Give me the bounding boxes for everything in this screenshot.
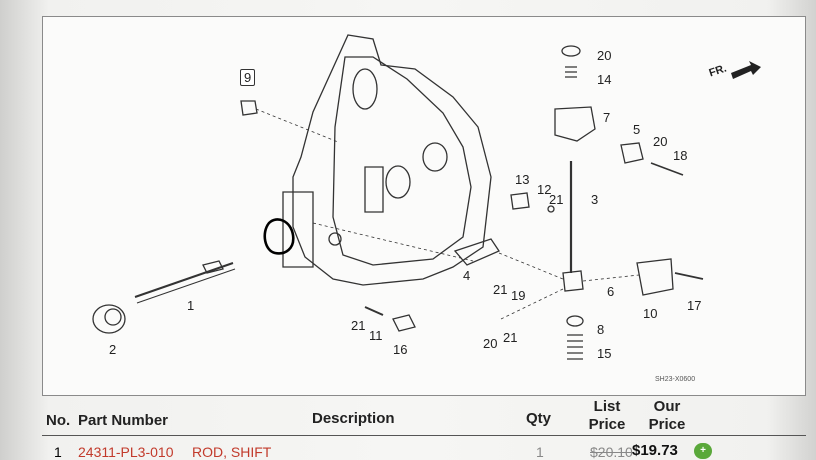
header-description: Description xyxy=(312,410,395,427)
diagram-drawing xyxy=(92,34,761,360)
callout-11: 11 xyxy=(369,328,383,343)
description-link[interactable]: ROD, SHIFT xyxy=(192,444,272,460)
callout-2: 2 xyxy=(109,342,117,357)
callout-21-left: 21 xyxy=(351,318,366,333)
add-to-cart-icon[interactable]: + xyxy=(694,443,712,459)
header-part-number: Part Number xyxy=(78,412,169,429)
housing-outline xyxy=(292,34,492,286)
callout-15: 15 xyxy=(597,346,612,361)
callout-12: 12 xyxy=(537,182,552,197)
header-our-price-line1: Our xyxy=(653,398,681,415)
header-list-price: List Price xyxy=(582,398,632,434)
table-row[interactable]: 1 24311-PL3-010 ROD, SHIFT 1 $20.10 $19.… xyxy=(42,438,806,460)
front-arrow-icon xyxy=(731,61,761,79)
header-our-price-line2: Price xyxy=(648,416,686,433)
callout-19: 20 xyxy=(597,48,612,63)
callout-20-mid: 21 xyxy=(493,282,508,297)
callout-1: 1 xyxy=(187,298,195,313)
row-our-price: $19.73 xyxy=(632,442,678,459)
callout-6: 6 xyxy=(607,284,615,299)
parts-table-header: No. Part Number Description Qty List Pri… xyxy=(42,396,806,436)
callout-13: 13 xyxy=(515,172,530,187)
callout-18-top: 18 xyxy=(673,148,688,163)
callout-5: 5 xyxy=(633,122,641,137)
header-qty: Qty xyxy=(526,410,552,427)
callout-3: 3 xyxy=(591,192,599,207)
header-list-price-line1: List xyxy=(593,398,621,415)
row-no: 1 xyxy=(54,444,62,460)
row-list-price: $20.10 xyxy=(590,444,633,460)
callout-20-top: 20 xyxy=(653,134,668,149)
row-qty: 1 xyxy=(536,444,544,460)
header-no: No. xyxy=(46,412,71,429)
callout-20-bottom: 21 xyxy=(503,330,518,345)
callout-21-right: 21 xyxy=(549,192,564,207)
callout-7: 7 xyxy=(603,110,611,125)
callout-8: 8 xyxy=(597,322,605,337)
parts-diagram: 9 20 14 7 5 20 18 13 12 21 3 4 21 19 6 1… xyxy=(42,16,806,396)
header-list-price-line2: Price xyxy=(588,416,626,433)
callout-18-mid: 19 xyxy=(511,288,526,303)
callout-17: 17 xyxy=(687,298,702,313)
callout-16: 16 xyxy=(393,342,408,357)
callout-10: 10 xyxy=(643,306,658,321)
callout-14: 14 xyxy=(597,72,612,87)
callout-18-bottom: 20 xyxy=(483,336,498,351)
header-our-price: Our Price xyxy=(642,398,692,434)
callout-9: 9 xyxy=(240,69,256,86)
diagram-code: SH23-X0600 xyxy=(655,376,696,383)
callout-4: 4 xyxy=(463,268,471,283)
part-number-link[interactable]: 24311-PL3-010 xyxy=(78,444,174,460)
